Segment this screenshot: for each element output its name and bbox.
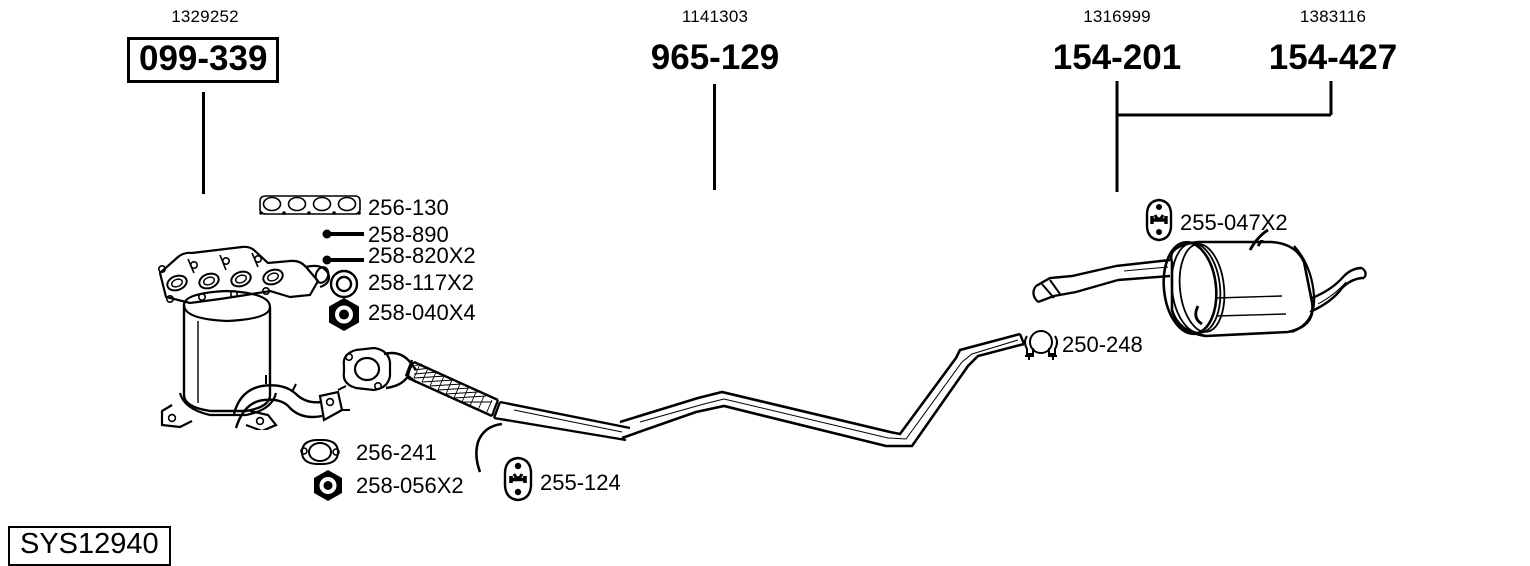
hex-nut-icon-258-040 xyxy=(329,298,359,331)
leader-line-965-129 xyxy=(713,84,716,190)
group-code-box-099-339: 099-339 xyxy=(127,37,280,83)
stud-bolt-icon-258-890 xyxy=(322,229,364,239)
rear-hanger-wire xyxy=(1248,228,1269,251)
rubber-hanger-icon-255-047 xyxy=(1145,198,1173,242)
part-code-255-047X2: 255-047X2 xyxy=(1180,210,1288,235)
group-code-154-427: 154-427 xyxy=(1268,38,1398,77)
oem-number-1383116: 1383116 xyxy=(1299,7,1367,26)
oval-flange-gasket-icon xyxy=(300,439,340,465)
front-pipe-flex-artwork xyxy=(342,346,631,442)
washer-ring-icon xyxy=(329,269,359,299)
system-code: SYS12940 xyxy=(8,526,171,566)
group-code-965-129: 965-129 xyxy=(650,38,780,77)
downpipe-elbow-artwork xyxy=(232,375,350,429)
part-code-256-130: 256-130 xyxy=(368,195,449,220)
stud-bolt-icon-258-820 xyxy=(322,255,364,265)
group-code-154-201: 154-201 xyxy=(1052,38,1182,77)
u-bolt-clamp-icon xyxy=(1024,330,1058,360)
part-code-256-241: 256-241 xyxy=(356,440,437,465)
part-code-258-820X2: 258-820X2 xyxy=(368,243,476,268)
part-code-258-040X4: 258-040X4 xyxy=(368,300,476,325)
part-code-258-117X2: 258-117X2 xyxy=(368,270,475,295)
system-code-box: SYS12940 xyxy=(8,526,171,566)
oem-number-1316999: 1316999 xyxy=(1083,7,1151,26)
oem-number-1329252: 1329252 xyxy=(171,7,239,26)
part-code-255-124: 255-124 xyxy=(540,470,621,495)
group-code-099-339: 099-339 xyxy=(127,37,280,83)
part-code-250-248: 250-248 xyxy=(1062,332,1143,357)
part-code-258-890: 258-890 xyxy=(368,222,449,247)
manifold-gasket-icon xyxy=(259,195,361,215)
centre-pipe-artwork xyxy=(619,332,1026,448)
part-code-258-056X2: 258-056X2 xyxy=(356,473,464,498)
hex-nut-icon-258-056 xyxy=(314,470,342,501)
rear-silencer-artwork xyxy=(1032,240,1367,338)
front-pipe-hanger-wire xyxy=(475,422,503,473)
rubber-hanger-icon-255-124 xyxy=(503,456,533,502)
leader-line-099-339 xyxy=(202,92,205,194)
catalytic-converter-manifold-artwork xyxy=(158,245,331,430)
leader-bracket-rear-assembly xyxy=(1115,81,1333,192)
oem-number-1141303: 1141303 xyxy=(681,7,749,26)
